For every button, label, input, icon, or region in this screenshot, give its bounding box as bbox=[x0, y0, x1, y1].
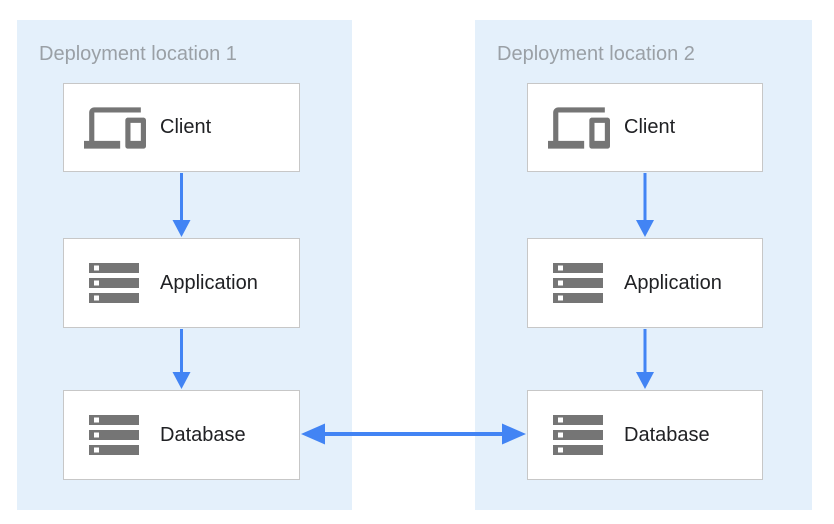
node-client-1: Client bbox=[63, 83, 300, 172]
zone-title: Deployment location 2 bbox=[497, 43, 695, 65]
devices-icon bbox=[84, 100, 148, 156]
node-label: Application bbox=[160, 271, 258, 294]
zone-deployment-location-1: Deployment location 1 Client Application bbox=[17, 20, 352, 510]
zone-title: Deployment location 1 bbox=[39, 43, 237, 65]
storage-icon bbox=[548, 255, 612, 311]
node-label: Database bbox=[160, 423, 246, 446]
node-database-2: Database bbox=[527, 390, 763, 480]
devices-icon bbox=[548, 100, 612, 156]
storage-icon bbox=[84, 407, 148, 463]
storage-icon bbox=[548, 407, 612, 463]
zone-deployment-location-2: Deployment location 2 Client Application bbox=[475, 20, 812, 510]
node-label: Client bbox=[160, 116, 212, 138]
node-label: Client bbox=[624, 116, 676, 138]
storage-icon bbox=[84, 255, 148, 311]
node-application-2: Application bbox=[527, 238, 763, 328]
node-label: Database bbox=[624, 423, 710, 446]
node-label: Application bbox=[624, 271, 722, 294]
node-application-1: Application bbox=[63, 238, 300, 328]
node-client-2: Client bbox=[527, 83, 763, 172]
node-database-1: Database bbox=[63, 390, 300, 480]
